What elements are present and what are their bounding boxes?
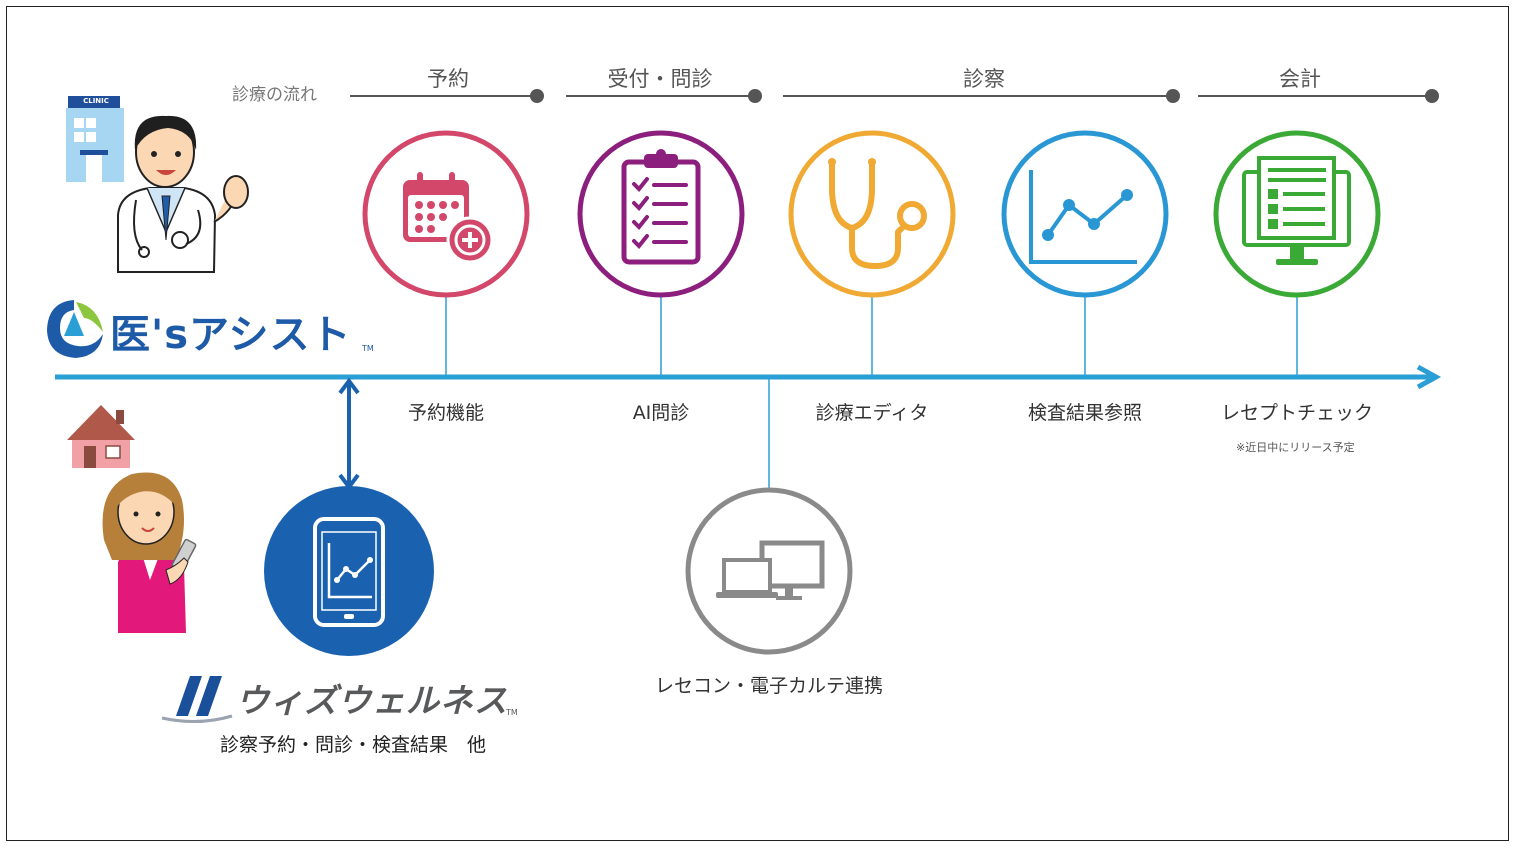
wiz-wellness-subtitle: 診察予約・問診・検査結果 他 <box>220 734 487 756</box>
feature-label-receipt-check: レセプトチェック <box>1220 402 1373 424</box>
ias-assist-logo-icon <box>47 300 103 358</box>
ias-assist-brand-name: 医'sアシスト <box>110 312 352 358</box>
double-arrow-icon <box>338 377 360 491</box>
feature-label-reservation: 予約機能 <box>407 402 484 424</box>
flow-line-kaikei <box>1198 89 1439 103</box>
monitor-checklist-icon <box>1213 130 1381 298</box>
diagram-frame <box>6 6 1509 841</box>
laptop-desktop-icon <box>685 487 853 655</box>
stethoscope-icon <box>788 130 956 298</box>
step-label-shinsatsu: 診察 <box>963 67 1005 91</box>
timeline-arrow <box>55 364 1442 390</box>
clinic-sign-text: CLINIC <box>83 97 109 105</box>
doctor-illustration <box>117 115 249 273</box>
flow-line-shinsatsu <box>783 89 1180 103</box>
line-chart-icon <box>1001 130 1169 298</box>
house-icon <box>67 405 135 468</box>
step-label-uketsuke: 受付・問診 <box>607 67 713 91</box>
flow-title: 診療の流れ <box>232 85 317 105</box>
feature-label-ai-interview: AI問診 <box>632 402 690 424</box>
ias-assist-tm: TM <box>362 344 374 353</box>
clinic-building-icon <box>66 96 124 182</box>
feature-label-editor: 診療エディタ <box>815 402 929 424</box>
feature-label-test-results: 検査結果参照 <box>1027 402 1142 424</box>
timeline-connectors <box>445 297 1298 489</box>
woman-patient-illustration <box>102 472 197 633</box>
wiz-wellness-logo-icon <box>161 676 233 724</box>
receipt-release-note: ※近日中にリリース予定 <box>1236 441 1355 454</box>
step-label-kaikei: 会計 <box>1279 67 1321 91</box>
calendar-plus-icon <box>362 130 530 298</box>
flow-line-uketsuke <box>566 89 762 103</box>
step-label-yoyaku: 予約 <box>427 67 469 91</box>
tablet-chart-icon <box>264 486 434 656</box>
clipboard-checklist-icon <box>577 130 745 298</box>
integration-label: レセコン・電子カルテ連携 <box>654 675 883 697</box>
flow-line-yoyaku <box>350 89 544 103</box>
wiz-wellness-tm: TM <box>506 708 518 717</box>
wiz-wellness-brand-name: ウィズウェルネス <box>236 681 508 720</box>
